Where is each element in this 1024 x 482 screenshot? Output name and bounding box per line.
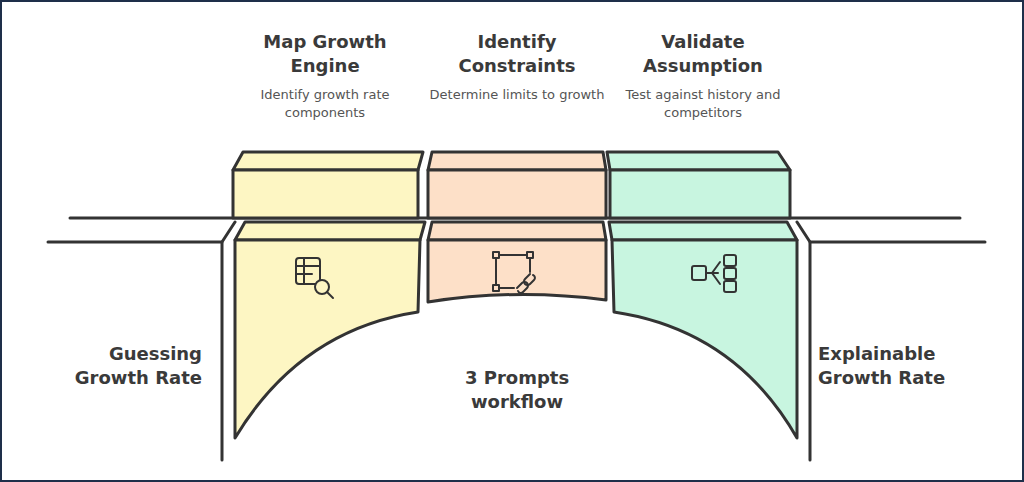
side-label: 3 Prompts workflow	[440, 366, 594, 414]
flow-icon	[692, 255, 736, 292]
side-label: Guessing Growth Rate	[60, 342, 202, 390]
arch-section-green	[612, 240, 797, 438]
block-yellow	[233, 170, 418, 218]
block-top-yellow	[233, 152, 423, 170]
road-line	[48, 241, 222, 244]
bridge-section: Identify ConstraintsDetermine limits to …	[422, 30, 612, 104]
section-heading: Validate Assumption	[610, 30, 797, 78]
block-top-green	[607, 152, 790, 170]
block-top-orange	[428, 152, 606, 170]
section-heading: Identify Constraints	[426, 30, 608, 78]
arch-top-yellow	[235, 222, 425, 240]
arch-section-orange	[428, 240, 606, 302]
pillar-right	[797, 222, 810, 460]
arch-top-green	[609, 222, 797, 240]
block-orange	[428, 170, 606, 218]
connection-icon	[493, 252, 535, 293]
arch-section-yellow	[235, 240, 420, 438]
arch-top-orange	[428, 222, 606, 240]
section-heading: Map Growth Engine	[229, 30, 421, 78]
pillar-left	[222, 222, 235, 460]
bridge-section: Validate AssumptionTest against history …	[606, 30, 801, 122]
side-label: Explainable Growth Rate	[818, 342, 968, 390]
section-description: Determine limits to growth	[426, 86, 608, 104]
table-search-icon	[296, 258, 333, 298]
bridge-section: Map Growth EngineIdentify growth rate co…	[225, 30, 425, 122]
section-description: Test against history and competitors	[610, 86, 797, 122]
block-green	[610, 170, 790, 218]
road-line	[810, 241, 985, 244]
section-description: Identify growth rate components	[229, 86, 421, 122]
